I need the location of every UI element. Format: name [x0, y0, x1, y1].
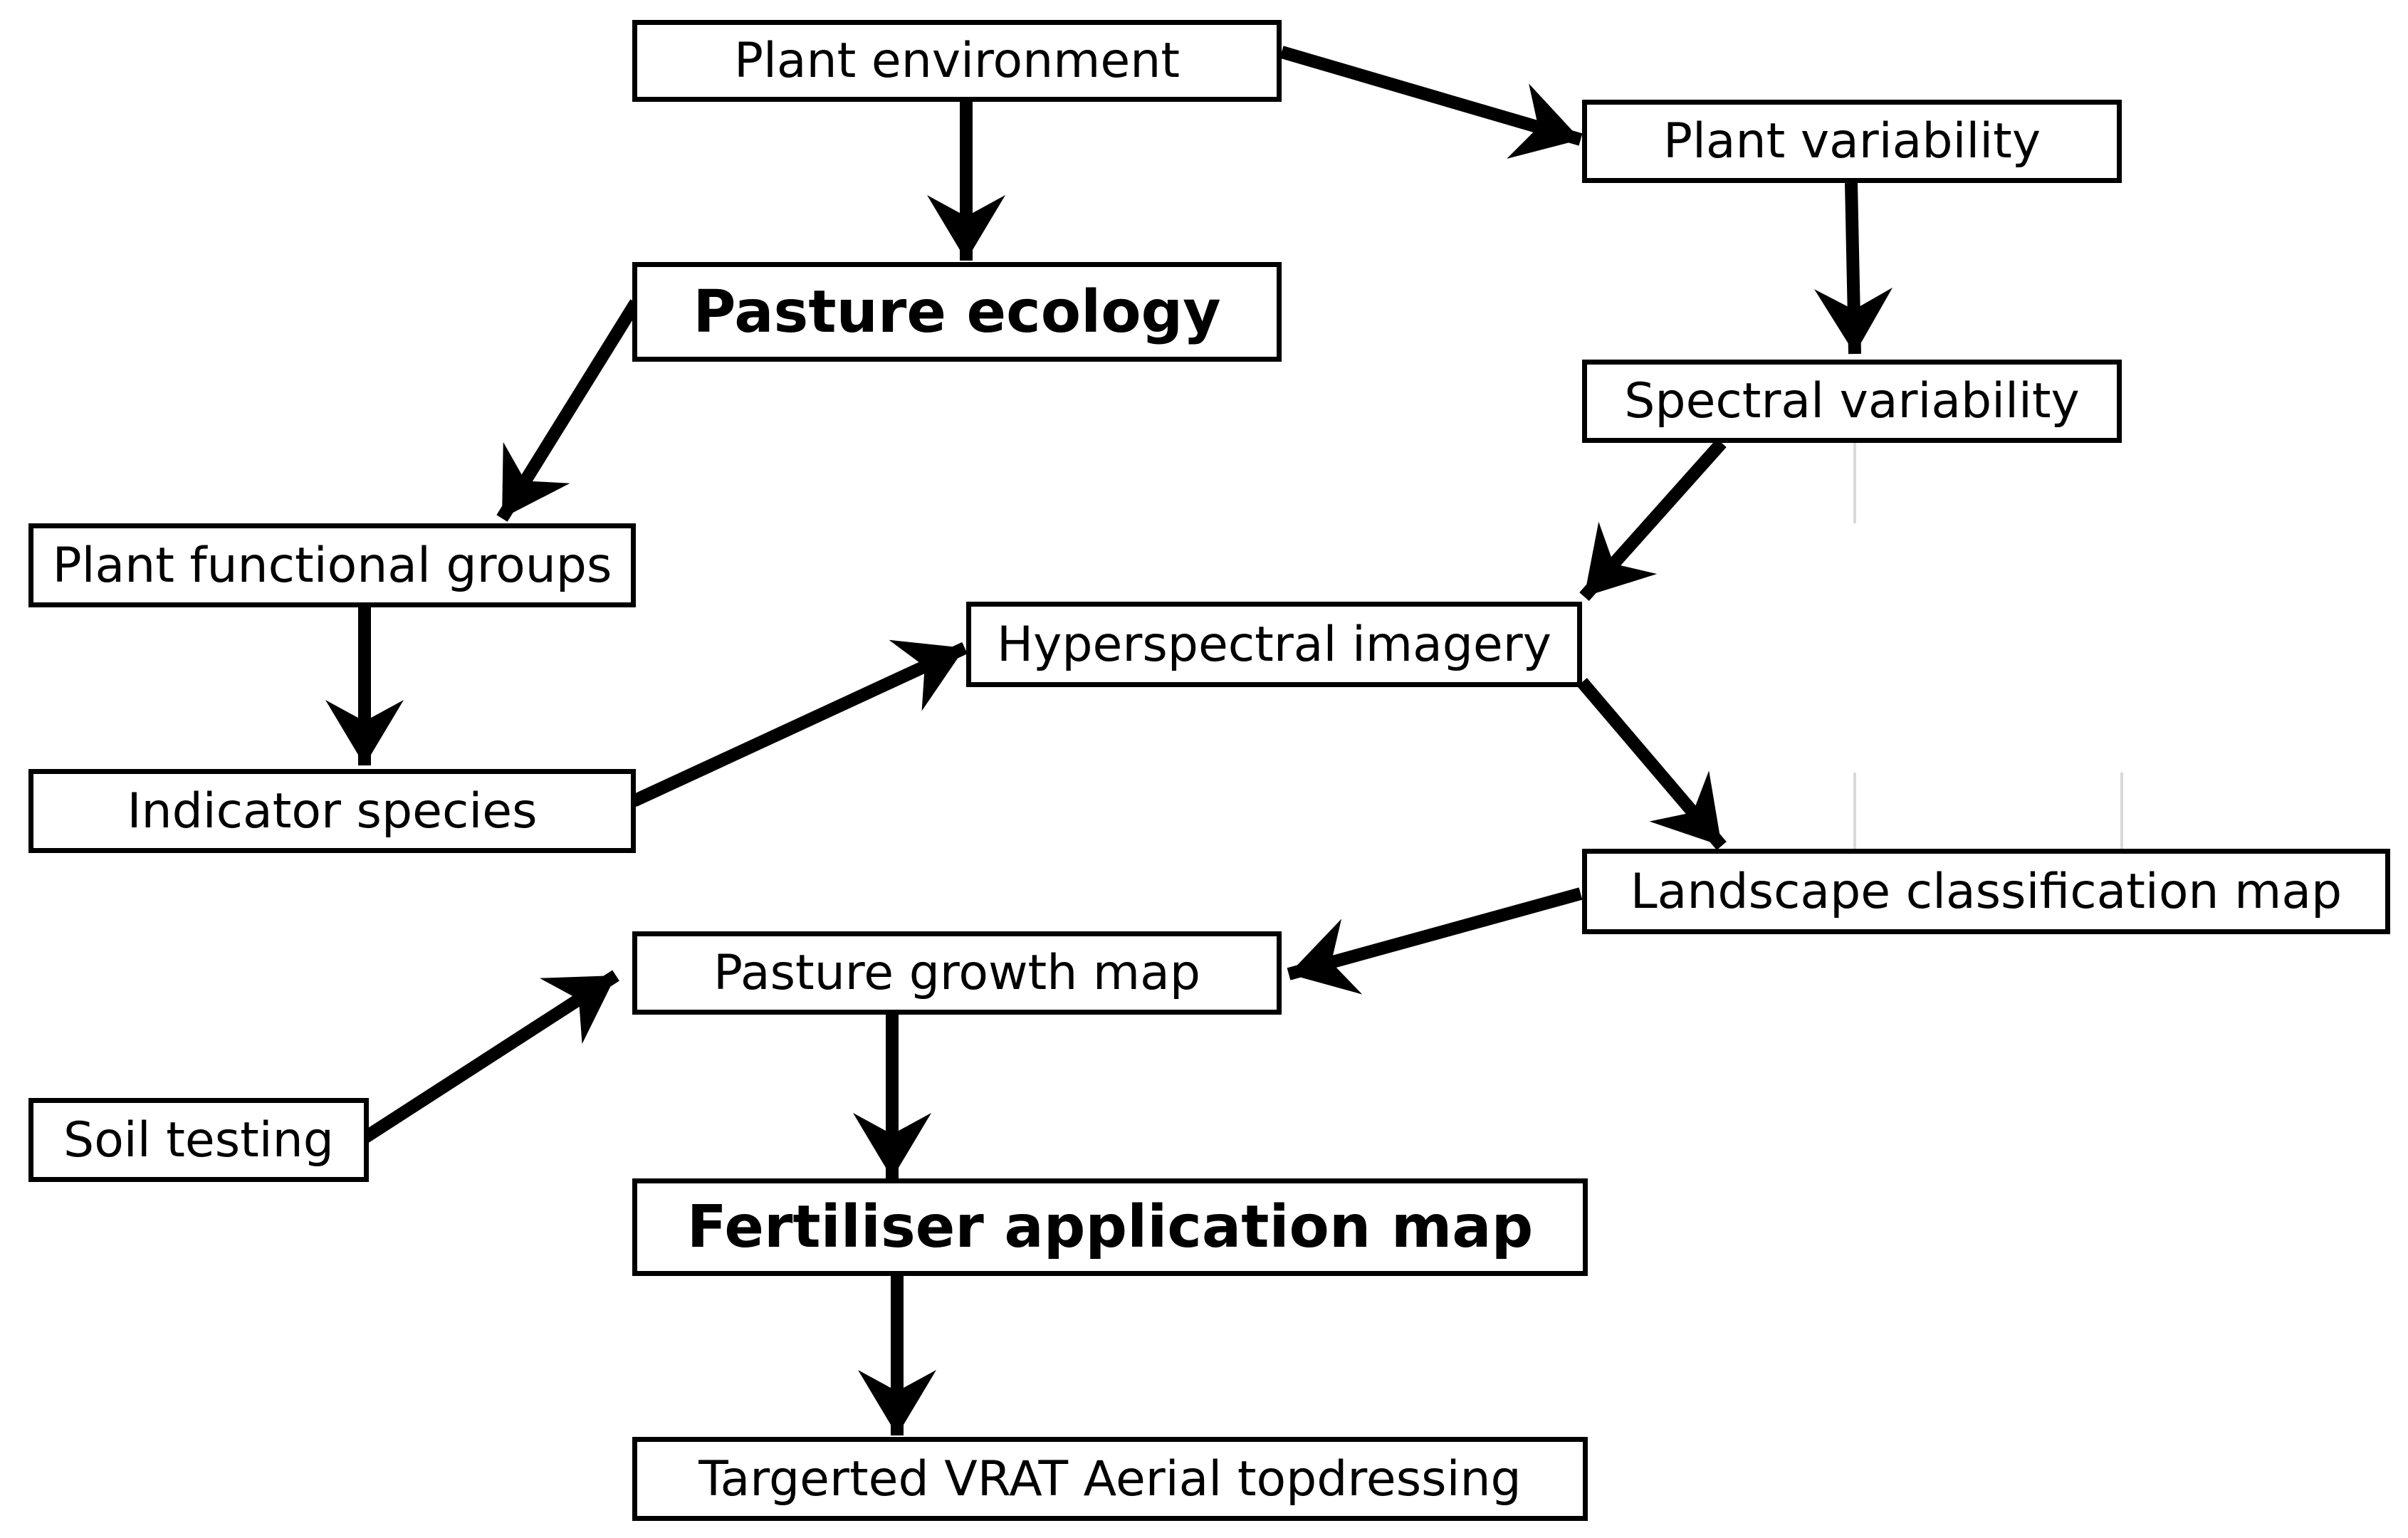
- node-label: Pasture growth map: [713, 945, 1201, 1001]
- arrow-plant-variability-to-spectral-variability: [1814, 182, 1893, 355]
- node-targeted-vrat-aerial-topdressing: Targerted VRAT Aerial topdressing: [632, 1437, 1588, 1521]
- node-indicator-species: Indicator species: [28, 769, 636, 853]
- node-label: Indicator species: [127, 783, 538, 839]
- node-label: Landscape classification map: [1630, 863, 2342, 920]
- node-pasture-growth-map: Pasture growth map: [632, 931, 1282, 1015]
- node-label: Targerted VRAT Aerial topdressing: [698, 1450, 1522, 1507]
- node-hyperspectral-imagery: Hyperspectral imagery: [966, 602, 1582, 687]
- arrow-soil-testing-to-pasture-growth-map: [361, 970, 619, 1144]
- node-fertiliser-application-map: Fertiliser application map: [632, 1178, 1588, 1276]
- node-label: Pasture ecology: [693, 278, 1221, 346]
- node-soil-testing: Soil testing: [28, 1098, 369, 1182]
- node-plant-functional-groups: Plant functional groups: [28, 523, 636, 607]
- node-label: Plant variability: [1663, 113, 2041, 169]
- arrow-pasture-ecology-to-plant-functional-groups: [496, 299, 642, 522]
- node-label: Plant environment: [733, 33, 1180, 89]
- node-landscape-classification-map: Landscape classification map: [1582, 849, 2390, 934]
- arrow-landscape-classification-map-to-pasture-growth-map: [1287, 887, 1583, 995]
- node-label: Soil testing: [63, 1111, 334, 1168]
- node-pasture-ecology: Pasture ecology: [632, 262, 1282, 362]
- node-label: Spectral variability: [1624, 373, 2080, 429]
- node-plant-environment: Plant environment: [632, 20, 1282, 102]
- arrow-spectral-variability-to-hyperspectral-imagery: [1579, 439, 1727, 601]
- arrow-plant-environment-to-plant-variability: [1279, 46, 1583, 159]
- node-plant-variability: Plant variability: [1582, 100, 2122, 183]
- node-label: Hyperspectral imagery: [997, 616, 1551, 673]
- arrow-hyperspectral-imagery-to-landscape-classification-map: [1577, 678, 1727, 850]
- node-label: Plant functional groups: [52, 537, 612, 594]
- arrow-indicator-species-to-hyperspectral-imagery: [631, 639, 968, 807]
- node-spectral-variability: Spectral variability: [1582, 360, 2122, 443]
- node-label: Fertiliser application map: [686, 1193, 1534, 1261]
